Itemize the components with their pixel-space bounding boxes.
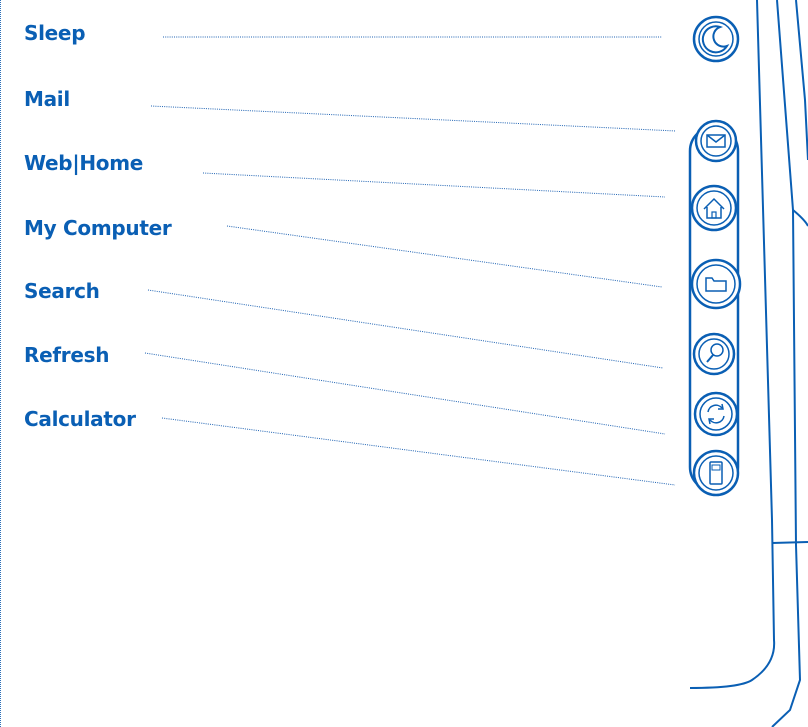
home-icon: [690, 184, 738, 232]
folder-icon: [690, 258, 742, 310]
leader-line-mail: [150, 105, 677, 132]
refresh-icon: [693, 391, 739, 437]
label-calculator: Calculator: [24, 407, 136, 431]
leader-line-calculator: [161, 417, 676, 486]
label-search: Search: [24, 279, 100, 303]
leader-line-my-computer: [226, 225, 663, 288]
label-my-computer: My Computer: [24, 216, 172, 240]
label-refresh: Refresh: [24, 343, 110, 367]
label-web-home: Web|Home: [24, 151, 144, 175]
leader-line-web-home: [202, 172, 666, 198]
moon-icon: [692, 15, 740, 63]
calculator-icon: [692, 449, 740, 497]
envelope-icon: [694, 119, 738, 163]
magnifier-icon: [692, 332, 736, 376]
keyboard-outline: [689, 0, 808, 727]
leader-line-refresh: [144, 352, 666, 435]
left-dotted-border: [0, 0, 1, 727]
leader-line-search: [147, 289, 664, 369]
label-sleep: Sleep: [24, 21, 86, 45]
label-mail: Mail: [24, 87, 70, 111]
